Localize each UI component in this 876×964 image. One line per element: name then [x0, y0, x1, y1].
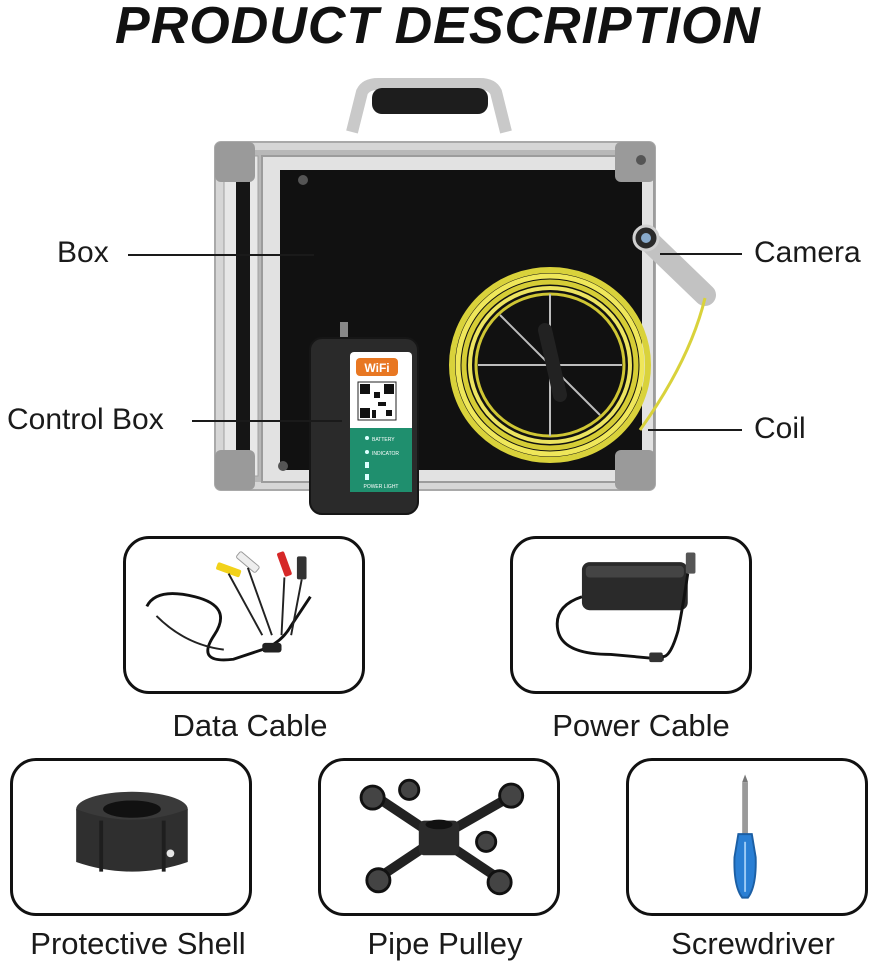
camera-head	[632, 224, 716, 431]
protective-shell-icon	[76, 791, 188, 872]
callout-coil-leader	[648, 429, 742, 431]
accessory-card-protective-shell	[10, 758, 252, 916]
indicator-label: INDICATOR	[372, 451, 399, 457]
accessory-label-data-cable: Data Cable	[172, 708, 328, 743]
case-handle	[346, 78, 512, 134]
callout-coil: Coil	[754, 412, 806, 445]
callout-camera: Camera	[754, 236, 861, 269]
screwdriver-icon	[733, 774, 757, 899]
accessory-label-pipe-pulley: Pipe Pulley	[367, 926, 523, 961]
accessory-card-screwdriver	[626, 758, 868, 916]
callout-camera-leader	[660, 253, 742, 255]
callout-control-box-leader	[192, 420, 342, 422]
control-box: WiFi BATTERY INDICATOR POWER LIGHT	[309, 322, 419, 515]
accessory-label-power-cable: Power Cable	[552, 708, 730, 743]
cable-coil	[449, 267, 651, 463]
product-hero: WiFi BATTERY INDICATOR POWER LIGHT	[0, 70, 876, 530]
callout-box-leader	[128, 254, 314, 256]
accessory-card-data-cable	[123, 536, 365, 694]
callout-control-box: Control Box	[7, 403, 164, 436]
inspection-kit-illustration: WiFi BATTERY INDICATOR POWER LIGHT	[214, 78, 716, 515]
power-light-label: POWER LIGHT	[363, 484, 398, 490]
accessory-label-screwdriver: Screwdriver	[671, 926, 835, 961]
accessory-card-pipe-pulley	[318, 758, 560, 916]
battery-label: BATTERY	[372, 437, 395, 443]
accessory-card-power-cable	[510, 536, 752, 694]
accessory-label-protective-shell: Protective Shell	[30, 926, 246, 961]
callout-box: Box	[57, 236, 109, 269]
pipe-pulley-icon	[359, 778, 525, 896]
wifi-badge-text: WiFi	[364, 361, 389, 375]
power-adapter-icon	[555, 552, 696, 663]
data-cable-icon	[145, 551, 312, 662]
page-title: PRODUCT DESCRIPTION	[115, 0, 761, 55]
